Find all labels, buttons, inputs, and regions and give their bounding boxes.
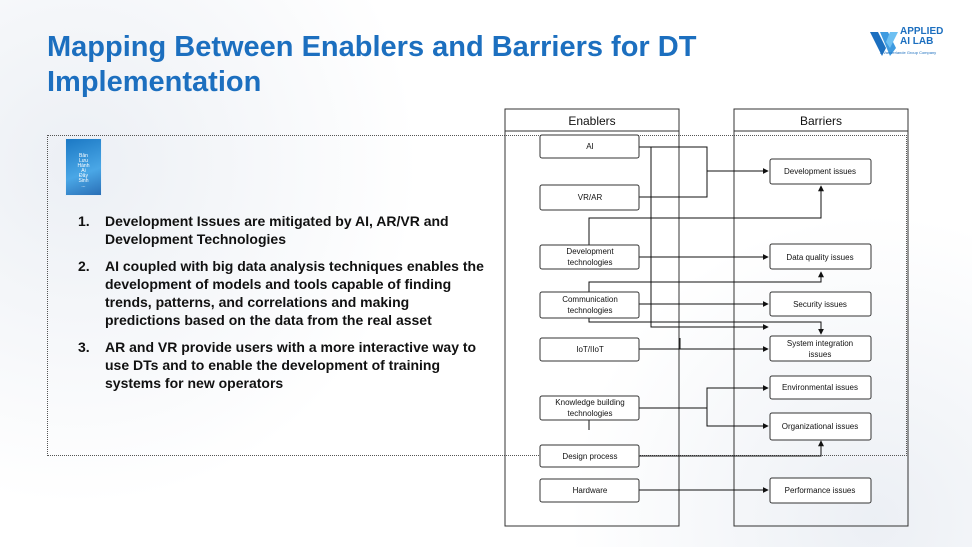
enabler-commtech-label-2: technologies xyxy=(568,306,613,315)
key-point: 2. AI coupled with big data analysis tec… xyxy=(78,257,488,329)
enabler-knowledge-label-1: Knowledge building xyxy=(555,398,624,407)
logo-text: APPLIED AI LAB xyxy=(900,27,943,47)
key-point-number: 2. xyxy=(78,258,90,274)
thumbnail-line: Hành xyxy=(77,163,90,169)
thumbnail-line: Ai xyxy=(81,168,86,174)
key-point-number: 3. xyxy=(78,339,90,355)
enabler-knowledge-box xyxy=(539,395,640,421)
barrier-data-quality-label: Data quality issues xyxy=(786,253,853,262)
key-point-text: AR and VR provide users with a more inte… xyxy=(105,339,477,391)
key-point-text: AI coupled with big data analysis techni… xyxy=(105,258,484,328)
barrier-dev-issues-box xyxy=(769,158,872,185)
barrier-security-label: Security issues xyxy=(793,300,847,309)
thumbnail-line: Đây xyxy=(79,173,88,179)
applied-ai-lab-logo xyxy=(870,32,898,56)
key-points-list: 1. Development Issues are mitigated by A… xyxy=(78,212,488,401)
connector-lines xyxy=(588,146,824,493)
enablers-header: Enablers xyxy=(568,114,615,128)
enabler-hardware-box xyxy=(539,478,640,503)
enabler-hardware-label: Hardware xyxy=(573,486,608,495)
logo-text-line1: APPLIED xyxy=(900,26,944,37)
enabler-ai-label: AI xyxy=(586,142,594,151)
barrier-sysint-label-2: issues xyxy=(809,350,832,359)
enablers-column xyxy=(504,108,680,527)
barrier-perf-box xyxy=(769,477,872,504)
enabler-iot-label: IoT/IIoT xyxy=(576,345,604,354)
key-point: 3. AR and VR provide users with a more i… xyxy=(78,338,488,392)
enabler-design-box xyxy=(539,444,640,468)
enabler-commtech-box xyxy=(539,291,640,319)
thumbnail-line: Sinh xyxy=(78,178,89,184)
thumbnail-image: Bản Lưu Hành Ai Đây Sinh ... xyxy=(65,138,102,196)
thumbnail-line: Bản xyxy=(79,153,88,159)
barriers-column xyxy=(733,108,909,527)
enabler-commtech-label-1: Communication xyxy=(562,295,618,304)
barrier-org-label: Organizational issues xyxy=(782,422,858,431)
logo-tagline: a Vanderlande Group Company xyxy=(880,50,937,55)
enabler-vrar-label: VR/AR xyxy=(578,193,603,202)
logo-text-line2: AI LAB xyxy=(900,36,934,47)
enabler-ai-box xyxy=(539,134,640,159)
barrier-env-box xyxy=(769,375,872,400)
thumbnail-line: ... xyxy=(81,183,86,189)
enabler-devtech-label-2: technologies xyxy=(568,258,613,267)
key-point-number: 1. xyxy=(78,213,90,229)
highlight-dotted-box xyxy=(47,135,907,456)
key-point: 1. Development Issues are mitigated by A… xyxy=(78,212,488,248)
enabler-iot-box xyxy=(539,337,640,362)
barrier-sysint-box xyxy=(769,335,872,362)
barrier-security-box xyxy=(769,291,872,317)
key-point-text: Development Issues are mitigated by AI, … xyxy=(105,213,449,247)
barrier-sysint-label-1: System integration xyxy=(787,339,853,348)
barrier-env-label: Environmental issues xyxy=(782,383,858,392)
enablers-barriers-diagram: Enablers Barriers AI VR/AR Development t… xyxy=(504,108,909,527)
slide-title: Mapping Between Enablers and Barriers fo… xyxy=(47,31,697,98)
barrier-dev-issues-label: Development issues xyxy=(784,167,856,176)
enabler-vrar-box xyxy=(539,184,640,211)
barrier-org-box xyxy=(769,412,872,441)
enabler-design-label: Design process xyxy=(562,452,617,461)
barrier-data-quality-box xyxy=(769,243,872,270)
enabler-devtech-label-1: Development xyxy=(566,247,614,256)
barrier-perf-label: Performance issues xyxy=(785,486,856,495)
barriers-header: Barriers xyxy=(800,114,842,128)
enabler-devtech-box xyxy=(539,244,640,270)
thumbnail-line: Lưu xyxy=(79,158,88,164)
enabler-knowledge-label-2: technologies xyxy=(568,409,613,418)
